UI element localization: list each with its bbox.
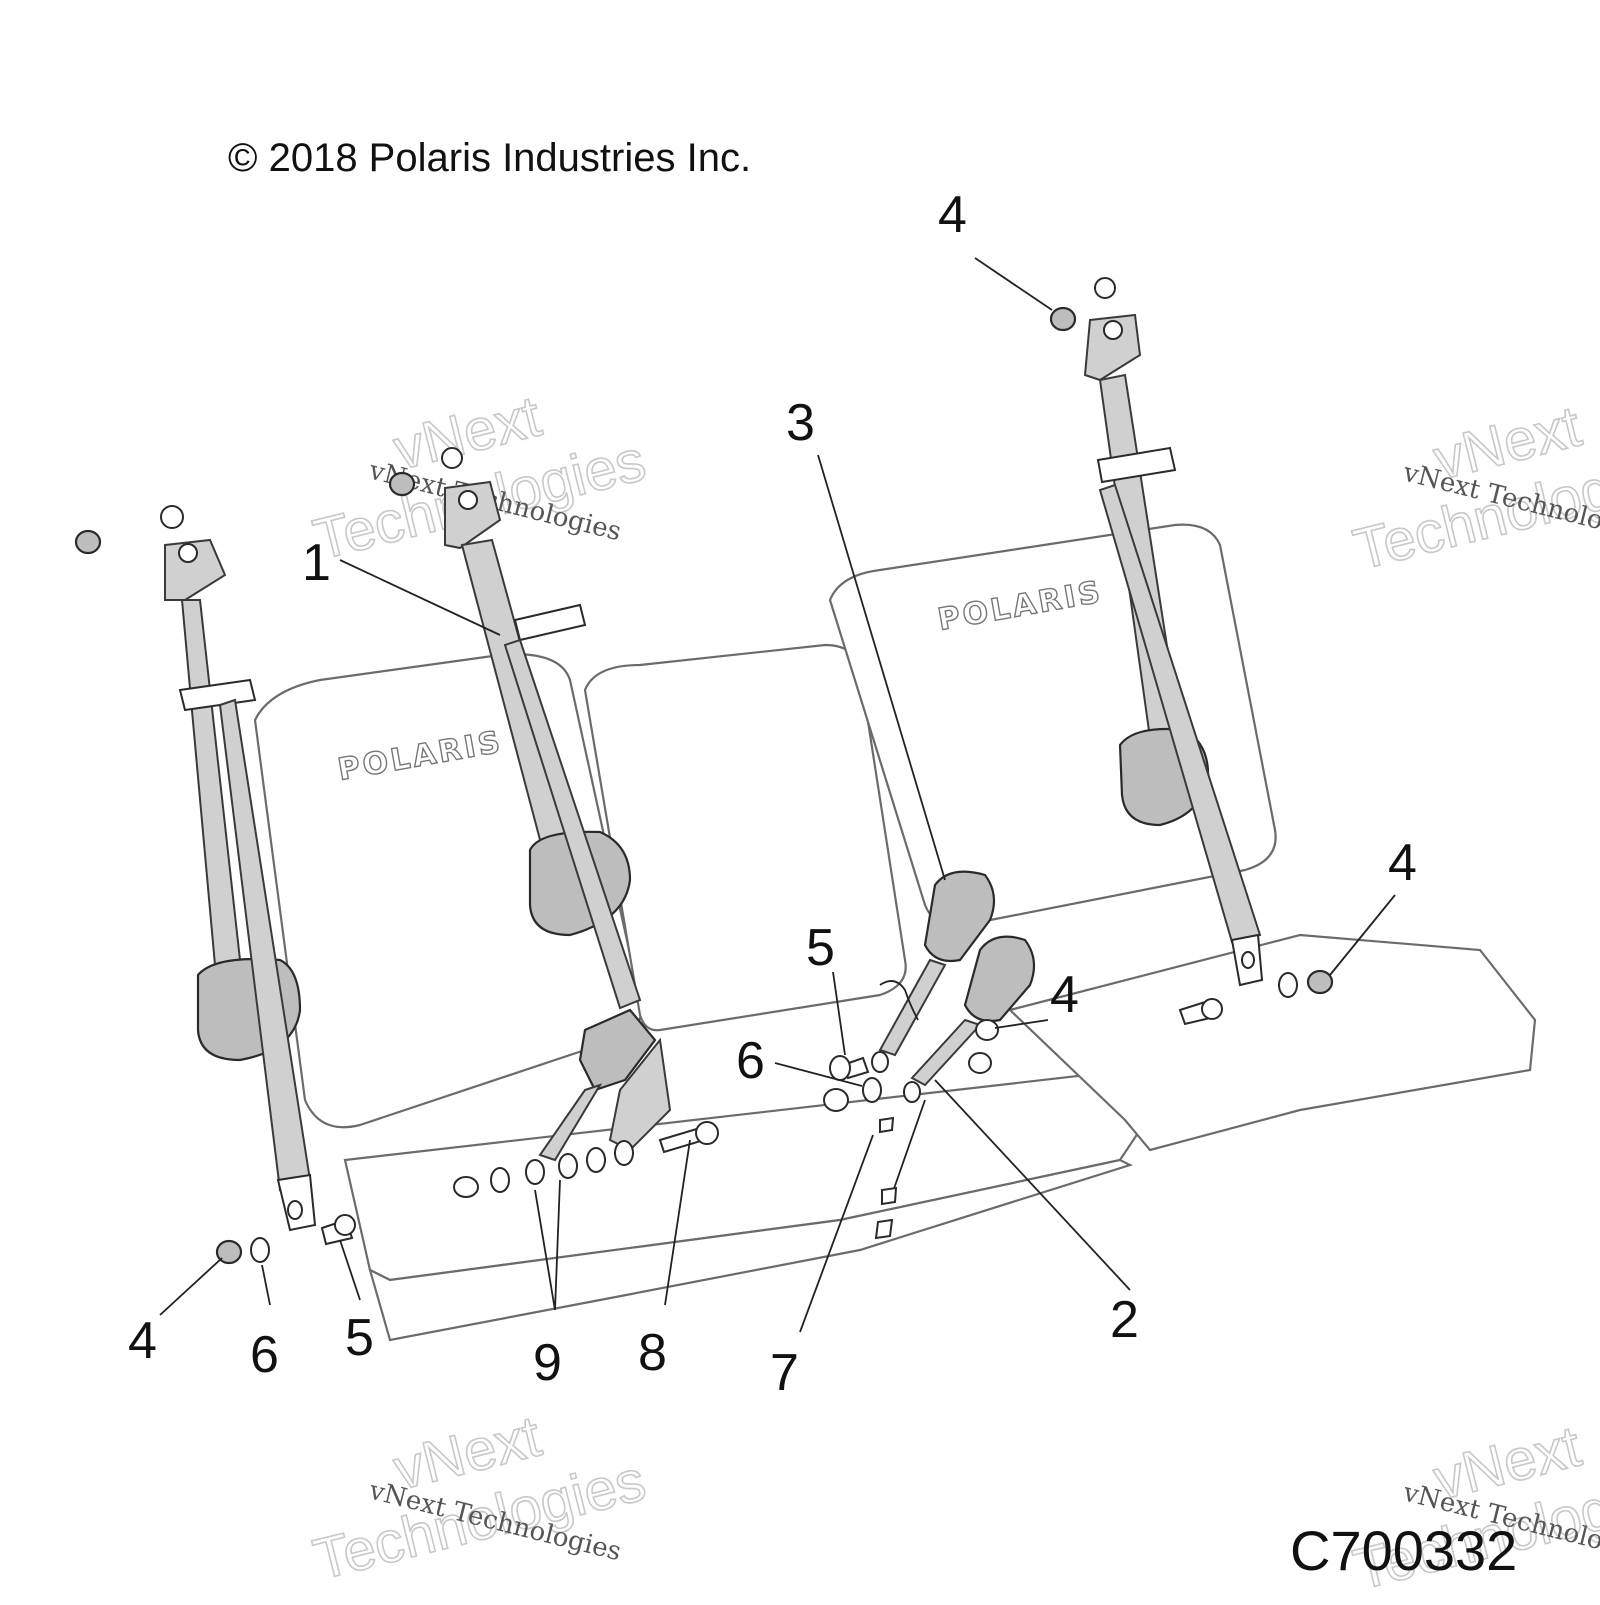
drawing-number: C700332: [1290, 1519, 1518, 1582]
nut-mid: [823, 1088, 849, 1112]
nut-9a: [453, 1176, 479, 1198]
watermark-top-right: vNext Technologies vNext Technologies: [1347, 393, 1600, 584]
guide-loop-right: [1096, 446, 1177, 484]
buckle-center-left: [578, 1008, 657, 1092]
sensor-clip-7c: [874, 1218, 894, 1240]
anchor-cap-left: [160, 505, 184, 529]
nut-4-right: [1306, 969, 1334, 995]
washer-9b: [525, 1159, 545, 1185]
center-buckles: [823, 870, 1036, 1240]
buckle-3: [923, 870, 996, 963]
callout-4-mid: 4: [1050, 966, 1079, 1024]
copyright-text: © 2018 Polaris Industries Inc.: [228, 136, 752, 180]
left-seat-belt: [74, 505, 356, 1265]
nut-center-left: [388, 471, 416, 497]
spacer-9: [558, 1153, 578, 1179]
center-left-seat-belt: [388, 447, 719, 1198]
nut-top-right: [1049, 306, 1077, 332]
anchor-plate-right: [1083, 313, 1142, 382]
leader-lines: [159, 257, 1396, 1333]
callout-5-mid: 5: [806, 919, 835, 977]
callout-6-bottom: 6: [250, 1326, 279, 1384]
callout-4-top: 4: [938, 186, 967, 244]
callout-4-bottom: 4: [128, 1312, 157, 1370]
guide-loop-center-left: [513, 603, 587, 642]
nut-bottom-left: [215, 1239, 243, 1265]
callout-5-bottom: 5: [345, 1309, 374, 1367]
nut-4-mid: [975, 1019, 999, 1041]
callout-6-mid: 6: [736, 1032, 765, 1090]
right-seat-belt: [1049, 277, 1334, 1026]
washer-6-mid: [862, 1077, 882, 1103]
sensor-clip-7b: [881, 1186, 898, 1206]
buckle-2: [963, 935, 1036, 1023]
callout-2: 2: [1110, 1291, 1139, 1349]
callout-9: 9: [533, 1334, 562, 1392]
callout-8: 8: [638, 1324, 667, 1382]
washer-bottom-left: [250, 1237, 270, 1263]
washer-right: [1278, 972, 1298, 998]
callout-7: 7: [770, 1344, 799, 1402]
bench-seat: POLARIS POLARIS: [253, 523, 1537, 1342]
watermark-bottom-left: vNext Technologies vNext Technologies: [307, 1403, 653, 1594]
washer-9a: [490, 1167, 510, 1193]
sensor-clip-7a: [879, 1116, 895, 1134]
callout-labels: 1 3 4 4 4 5 6 2 7 8 9 5 6 4: [128, 186, 1417, 1402]
callout-1: 1: [302, 534, 331, 592]
callout-4-right: 4: [1388, 834, 1417, 892]
seat-back-center: [583, 643, 907, 1032]
callout-3: 3: [786, 394, 815, 452]
seat-base-right: [1007, 933, 1537, 1152]
seat-front-panel: [368, 1158, 1133, 1342]
nut-left: [74, 529, 102, 555]
